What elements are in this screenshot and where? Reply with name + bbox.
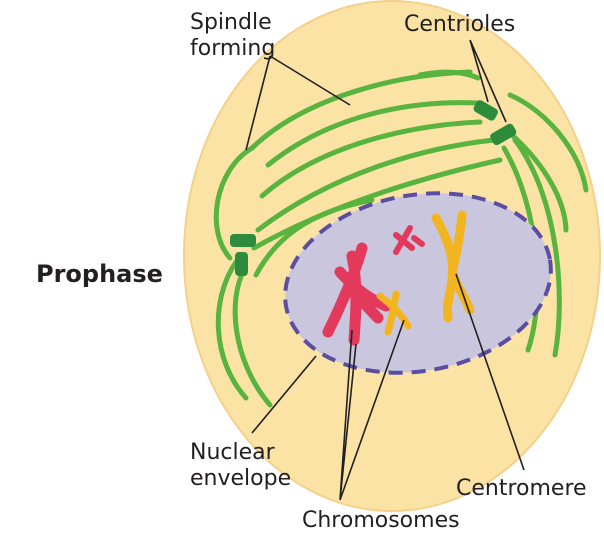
- centromere-label: Centromere: [456, 476, 587, 502]
- chromosomes-label: Chromosomes: [302, 508, 460, 534]
- centriole-left-a: [230, 234, 256, 247]
- centrioles-label: Centrioles: [404, 12, 515, 38]
- stage-title: Prophase: [36, 260, 163, 288]
- centriole-left-b: [235, 252, 248, 276]
- spindle-forming-label: Spindle forming: [190, 10, 275, 62]
- nuclear-envelope-label: Nuclear envelope: [190, 440, 291, 492]
